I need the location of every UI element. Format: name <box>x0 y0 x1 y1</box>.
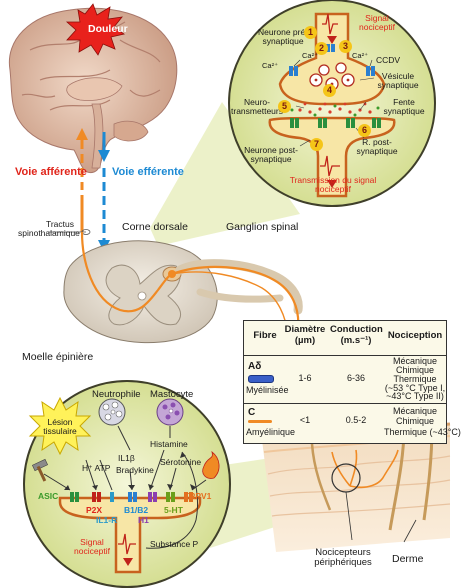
transmission-label: Transmission du signal nociceptif <box>289 175 377 195</box>
fiber-a-noci-5: ~43°C Type II) <box>386 391 444 401</box>
p2x-label: P2X <box>86 505 103 515</box>
vesicle-label: Vésicule synaptique <box>377 71 419 91</box>
efferent-label: Voie efférente <box>112 166 184 178</box>
serotonin-label: Sérotonine <box>160 457 202 467</box>
dermis-label: Derme <box>392 553 424 565</box>
step-3-badge: 3 <box>339 40 352 53</box>
step-1-badge: 1 <box>304 26 317 39</box>
fiber-c-sheath: Amyélinique <box>246 427 296 437</box>
nociceptor-leader-line <box>345 491 353 541</box>
fiber-c-conduction: 0.5-2 <box>345 415 367 425</box>
peripheral-signal-waveform <box>118 533 136 555</box>
spinal-cord-label: Moelle épinière <box>22 351 94 363</box>
lesion-starburst <box>28 396 92 456</box>
pain-label: Douleur <box>88 23 128 35</box>
fiber-a-noci-4: (~53 °C Type I, <box>384 383 446 393</box>
step-2-badge: 2 <box>315 42 328 55</box>
synapse-callout-connector <box>150 102 300 246</box>
step-5-badge: 5 <box>278 100 291 113</box>
header-conduction: Conduction (m.s⁻¹) <box>330 324 383 346</box>
neutrophil-cell <box>98 398 126 426</box>
step-4-badge: 4 <box>323 84 336 97</box>
fiber-c-diameter: <1 <box>299 415 311 425</box>
postsynaptic-signal-waveform <box>320 155 340 177</box>
fiber-a-delta: Aδ <box>248 361 262 372</box>
header-nociception: Nociception <box>387 330 443 341</box>
arrowheads <box>64 452 196 490</box>
afferent-label: Voie afférente <box>15 166 87 178</box>
asic-label: ASIC <box>38 491 59 501</box>
calcium-label-3: Ca²⁺ <box>352 51 369 60</box>
trpv1-label: TRPV1 <box>184 491 212 501</box>
header-fibre: Fibre <box>253 330 277 341</box>
h-atp-label: H⁺ ATP <box>82 463 111 473</box>
table-row: C Amyélinique <1 0.5-2 Mécanique Chimiqu… <box>244 403 461 443</box>
bradykinin-label: Bradykine <box>116 465 154 475</box>
pain-pathway-diagram: Douleur Voie afférente Voie efférente Tr… <box>8 0 461 588</box>
calcium-label-2: Ca²⁺ <box>302 51 319 60</box>
dermis-leader-line <box>403 519 417 543</box>
cleft-dots <box>290 104 380 117</box>
hammer-icon <box>31 458 49 482</box>
label-layer: Douleur Voie afférente Voie efférente Tr… <box>15 13 461 569</box>
step-6-badge: 6 <box>358 124 371 137</box>
ccdv-label: CCDV <box>376 55 401 65</box>
cleft-label: Fente synaptique <box>383 97 425 117</box>
signal-nociceptif-label: Signal nociceptif <box>359 13 395 33</box>
fiber-c: C <box>248 407 256 418</box>
il1r-label: IL1-R <box>96 515 118 525</box>
step-7-badge: 7 <box>310 138 323 151</box>
nociceptors-label: Nocicepteurs périphériques <box>314 547 372 569</box>
pain-starburst <box>65 3 125 56</box>
spinal-cord-illustration <box>63 240 303 344</box>
h1-label: H1 <box>138 515 149 525</box>
terminal-receptors <box>70 492 193 502</box>
dorsal-horn-label: Corne dorsale <box>122 221 188 233</box>
fiber-a-conduction: 6-36 <box>346 373 365 383</box>
tract-label: Tractus spinothalamique <box>18 219 80 239</box>
flame-icon <box>202 451 220 479</box>
fiber-a-noci-1: Mécanique <box>392 356 438 366</box>
afferent-pathway <box>76 128 88 232</box>
spinal-ganglion-label: Ganglion spinal <box>226 221 299 233</box>
b1b2-label: B1/B2 <box>124 505 149 515</box>
postsynaptic-neuron-shape <box>268 116 396 198</box>
presynaptic-neuron-label: Neurone pré-synaptique <box>257 27 309 47</box>
fiber-c-noci-2: Chimique <box>395 416 435 426</box>
histamine-label: Histamine <box>150 439 188 449</box>
fiber-table-header: Fibre Diamètre (µm) Conduction (m.s⁻¹) N… <box>244 321 446 356</box>
diagram-artwork <box>8 0 451 588</box>
lesion-label: Lésion tissulaire <box>43 417 77 437</box>
peripheral-terminal-shape <box>58 496 202 574</box>
fiber-a-noci-2: Chimique <box>395 365 435 375</box>
postsynaptic-neuron-label: Neurone post-synaptique <box>244 145 298 165</box>
neurotransmitter-dots <box>298 102 372 114</box>
unmyelinated-fiber-icon <box>248 420 272 423</box>
il1b-label: IL1β <box>118 453 135 463</box>
mast-cell <box>156 398 184 426</box>
mast-cell-label: Mastocyte <box>150 389 194 400</box>
myelinated-fiber-icon <box>248 375 274 383</box>
ccdv-channels <box>289 44 375 76</box>
presynaptic-signal-waveform <box>322 13 338 35</box>
fiber-c-noci-3: Thermique (~43°C) <box>384 427 461 437</box>
fiber-table: Fibre Diamètre (µm) Conduction (m.s⁻¹) N… <box>243 320 461 444</box>
fiber-a-diameter: 1-6 <box>298 373 312 383</box>
fiber-a-noci-3: Thermique <box>393 374 437 384</box>
postsynaptic-receptor-label: R. post- synaptique <box>356 137 398 157</box>
neurotransmitters-label: Neuro- transmetteurs <box>231 97 283 117</box>
5ht-label: 5-HT <box>164 505 183 515</box>
fiber-c-noci-1: Mécanique <box>392 406 438 416</box>
neutrophil-label: Neutrophile <box>92 389 141 400</box>
header-diameter: Diamètre (µm) <box>284 324 326 346</box>
fiber-a-sheath: Myélinisée <box>246 385 289 395</box>
efferent-pathway <box>98 132 110 252</box>
peripheral-signal-label: Signal nociceptif <box>74 537 110 557</box>
substance-p-label: Substance P <box>150 539 199 549</box>
postsynaptic-receptors <box>290 118 381 128</box>
table-row: Aδ Myélinisée 1-6 6-36 Mécanique Chimiqu… <box>244 355 446 404</box>
calcium-label-1: Ca²⁺ <box>262 61 279 70</box>
